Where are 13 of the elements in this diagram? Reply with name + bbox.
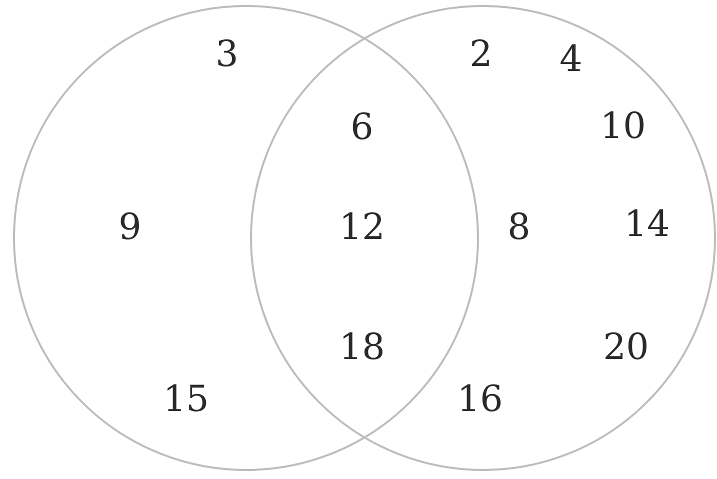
number-label: 20 — [603, 330, 649, 366]
number-label: 4 — [560, 42, 582, 78]
number-label: 2 — [470, 37, 492, 73]
number-label: 10 — [600, 109, 646, 145]
number-label: 18 — [339, 330, 385, 366]
number-label: 14 — [624, 207, 670, 243]
number-label: 12 — [339, 210, 385, 246]
number-label: 8 — [508, 210, 530, 246]
number-label: 3 — [216, 37, 238, 73]
number-label: 16 — [457, 382, 503, 418]
number-label: 9 — [118, 210, 142, 246]
number-label: 15 — [163, 382, 209, 418]
number-label: 6 — [350, 110, 374, 146]
